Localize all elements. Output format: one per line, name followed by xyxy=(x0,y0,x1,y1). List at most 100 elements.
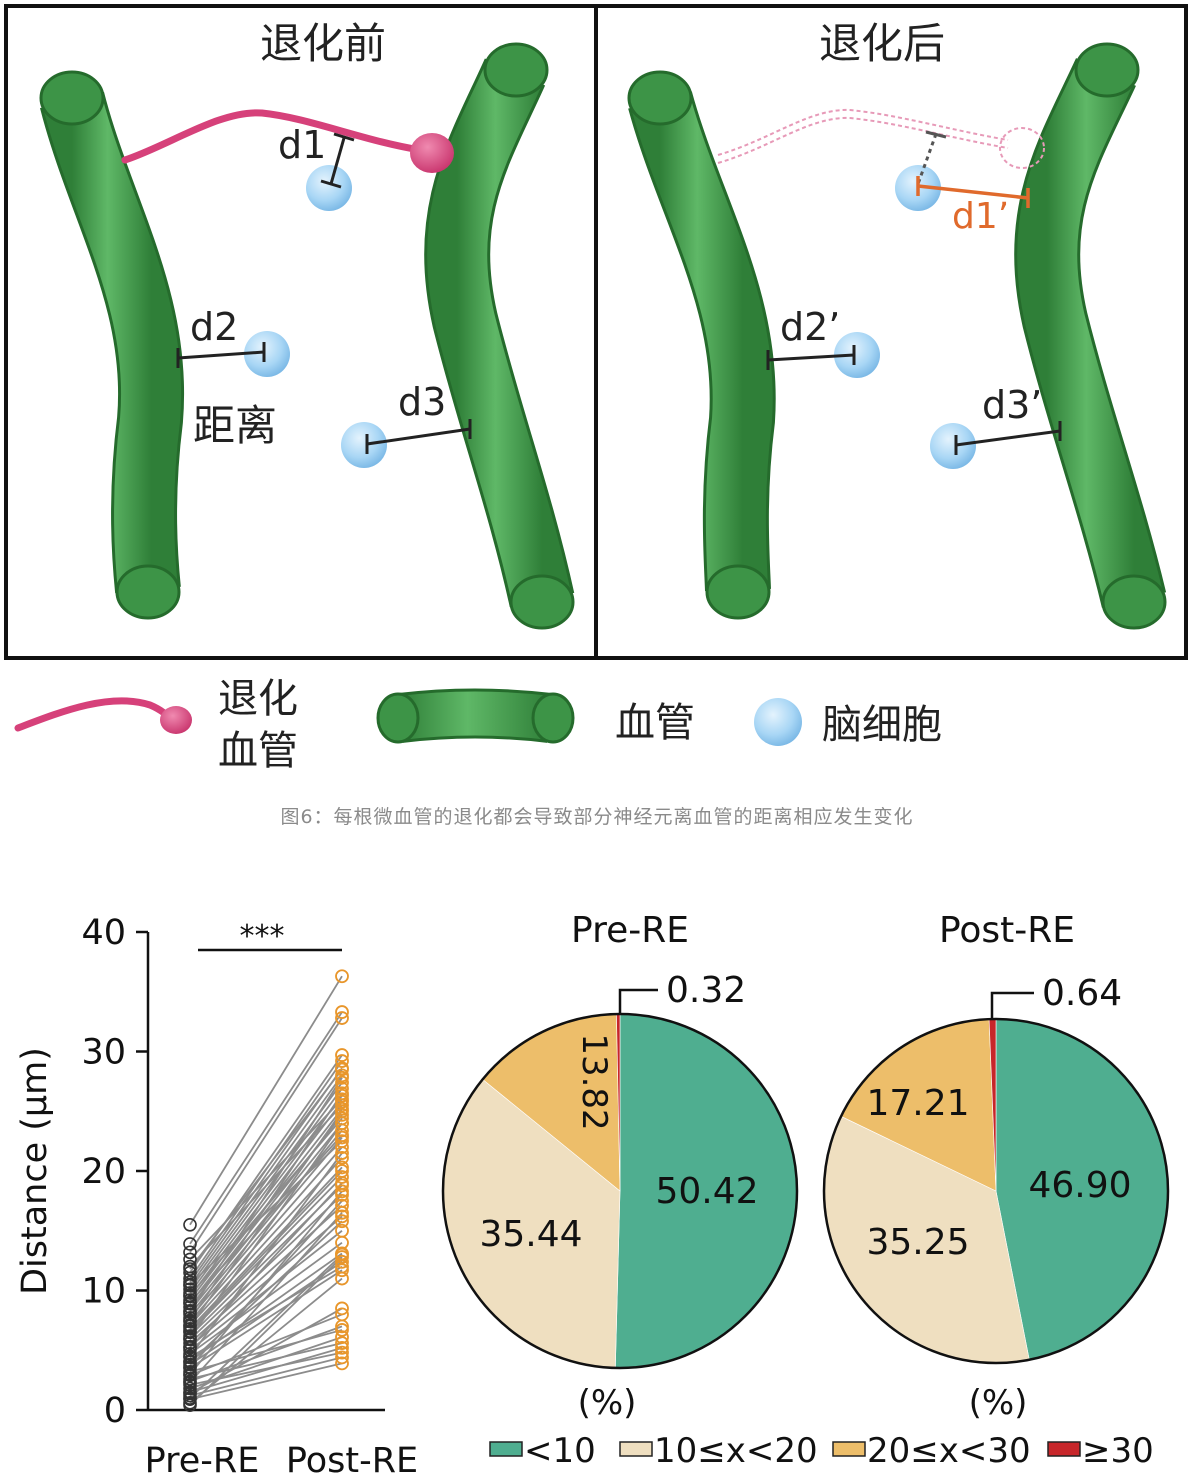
legend-label-3: ≥30 xyxy=(1082,1431,1154,1471)
brain-cell-2-after xyxy=(834,332,880,378)
pair-line xyxy=(189,1307,343,1395)
pie-post-title: Post-RE xyxy=(939,910,1075,951)
pie-pre-label-0: 50.42 xyxy=(655,1171,758,1212)
post-point xyxy=(335,1350,349,1365)
pre-point xyxy=(183,1262,197,1276)
post-point xyxy=(335,1345,349,1360)
label-d2-after: d2’ xyxy=(780,305,840,349)
distance-markers-before xyxy=(176,132,472,454)
pie-post-slices xyxy=(823,1018,1169,1364)
post-point xyxy=(335,1107,349,1122)
post-point xyxy=(335,1336,349,1350)
pre-point xyxy=(183,1349,197,1364)
brain-cell-3 xyxy=(341,422,387,468)
pair-line xyxy=(189,1256,343,1406)
vessel-right-bottom-cap xyxy=(509,574,575,630)
y-tick-label: 30 xyxy=(81,1033,126,1073)
label-d3: d3 xyxy=(398,380,446,424)
post-point xyxy=(335,1062,349,1077)
legend-swatch-0 xyxy=(489,1441,523,1457)
legend-brain-cell-label: 脑细胞 xyxy=(822,702,942,748)
pie-pre-slices xyxy=(442,1013,798,1369)
pair-line xyxy=(189,1194,343,1341)
post-point xyxy=(335,1054,349,1068)
post-point xyxy=(335,1209,349,1224)
pair-line xyxy=(189,1017,343,1253)
legend-label-2: 20≤x<30 xyxy=(867,1431,1031,1471)
post-point xyxy=(335,1005,349,1019)
pie-chart-post: Post-RE 0.64 46.90 35.25 17.21 (%) xyxy=(822,910,1170,1423)
vessel-right xyxy=(427,59,572,607)
x-tick-label-post: Post-RE xyxy=(286,1441,418,1480)
post-point xyxy=(335,1356,349,1371)
vessel-left-after-top-cap xyxy=(627,70,693,126)
vessel-left xyxy=(42,92,182,593)
y-tick-label: 20 xyxy=(81,1152,126,1192)
pre-point xyxy=(183,1355,197,1369)
pair-line xyxy=(189,1122,343,1312)
new-distance-d1 xyxy=(916,176,1030,208)
pie-pre-leader xyxy=(618,988,658,1015)
pie-pre-unit: (%) xyxy=(578,1383,637,1423)
pair-line xyxy=(189,1146,343,1323)
pair-line xyxy=(189,1346,343,1393)
panel-after-title: 退化后 xyxy=(819,19,945,68)
legend-swatch-3 xyxy=(1047,1441,1081,1457)
pie-post-label-1: 35.25 xyxy=(866,1222,969,1263)
pie-pre-label-3: 0.32 xyxy=(666,970,746,1011)
figure-caption: 图6：每根微血管的退化都会导致部分神经元离血管的距离相应发生变化 xyxy=(280,806,914,828)
label-d2: d2 xyxy=(190,305,238,349)
pre-point xyxy=(183,1341,197,1355)
significance-stars: *** xyxy=(240,919,285,954)
legend-regressed-vessel-icon xyxy=(14,697,176,732)
old-distance-dashed xyxy=(916,133,938,185)
panel-after: d1’ d2’ d3’ xyxy=(627,42,1167,630)
label-d3-after: d3’ xyxy=(982,383,1042,427)
pre-point xyxy=(183,1245,197,1260)
pre-point xyxy=(183,1391,197,1405)
pair-line xyxy=(189,1152,343,1357)
pie-pre-title: Pre-RE xyxy=(571,910,689,951)
y-tick-label: 10 xyxy=(81,1272,126,1312)
post-point xyxy=(335,1193,349,1208)
brain-cell-2 xyxy=(244,331,290,377)
regressed-vessel-ghost xyxy=(717,108,1045,169)
vessel-left-top-cap xyxy=(39,70,105,126)
post-point xyxy=(335,1164,349,1178)
pre-point xyxy=(183,1252,197,1267)
post-point xyxy=(335,1323,349,1337)
post-point xyxy=(335,1254,349,1269)
pair-line xyxy=(189,1362,343,1401)
post-point xyxy=(335,1086,349,1101)
legend-label-0: <10 xyxy=(524,1431,596,1471)
pie-post-label-0: 46.90 xyxy=(1028,1165,1131,1206)
post-point xyxy=(335,969,349,984)
pre-point xyxy=(183,1277,197,1292)
vessel-left-after-bottom-cap xyxy=(705,564,771,620)
pie-pre-label-1: 35.44 xyxy=(479,1214,582,1255)
legend-regressed-label-1: 退化 xyxy=(218,676,298,722)
diagram-legend: 退化 血管 血管 脑细胞 xyxy=(14,676,942,774)
pre-point xyxy=(183,1324,197,1338)
vessel-left-bottom-cap xyxy=(115,564,181,620)
legend-label-1: 10≤x<20 xyxy=(654,1431,818,1471)
pair-line xyxy=(189,1277,343,1404)
pair-line xyxy=(189,975,343,1226)
pair-line xyxy=(189,1200,343,1368)
vessel-right-after-bottom-cap xyxy=(1101,574,1167,630)
pair-line xyxy=(189,1068,343,1270)
pre-point xyxy=(183,1360,197,1374)
post-point xyxy=(335,1307,349,1322)
post-point xyxy=(335,1160,349,1175)
pie-post-label-2: 17.21 xyxy=(866,1083,969,1124)
pie-post-label-3: 0.64 xyxy=(1042,973,1122,1014)
post-point xyxy=(335,1011,349,1025)
post-point xyxy=(335,1340,349,1355)
y-axis-label: Distance (μm) xyxy=(15,1047,55,1295)
pair-line xyxy=(189,1077,343,1313)
pair-line xyxy=(189,1212,343,1384)
pair-line xyxy=(189,1136,343,1319)
